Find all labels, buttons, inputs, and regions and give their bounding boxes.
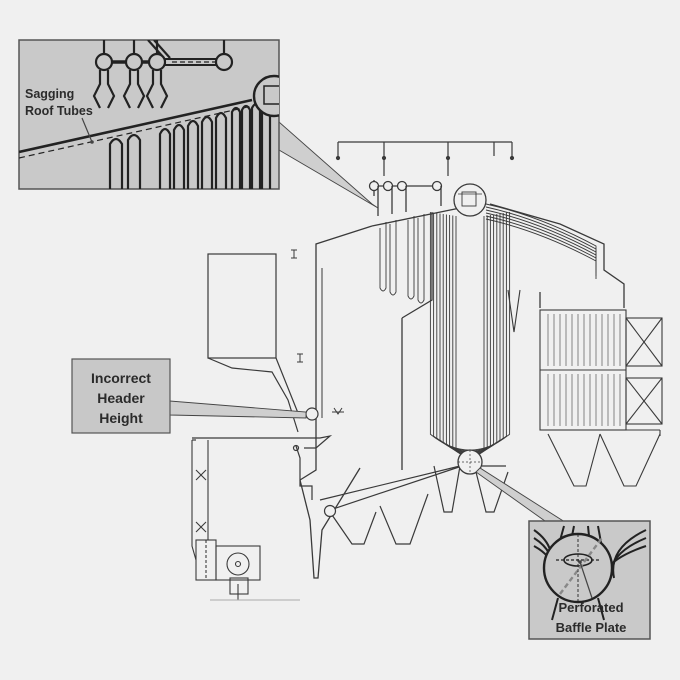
steam-drum: [453, 183, 487, 217]
economizer: [507, 289, 663, 487]
superheater-tube: [455, 216, 485, 459]
zoom-inset-baffle: [528, 520, 651, 640]
callout-baffle-line1: Perforated: [558, 600, 624, 615]
support-beam: [335, 141, 515, 176]
callout-perforated-baffle-plate: Perforated Baffle Plate: [530, 598, 652, 638]
air-duct-fan: [191, 440, 300, 601]
platen-tubes: [379, 214, 425, 304]
economizer-tube-rows: [547, 314, 621, 426]
roof-tube: [485, 215, 597, 276]
callout-baffle-line2: Baffle Plate: [555, 620, 627, 635]
callout-sagging-line2: Roof Tubes: [25, 104, 93, 118]
superheater-tube: [429, 212, 511, 451]
lower-hoppers: [319, 465, 509, 545]
roof-tube: [485, 203, 597, 264]
top-headers: [368, 180, 443, 216]
superheater-tube: [433, 212, 507, 452]
callout-sagging-line1: Sagging: [25, 87, 75, 101]
superheater-tube: [439, 213, 501, 454]
furnace-outline: [299, 203, 625, 579]
mud-drum: [457, 449, 483, 475]
roof-tube: [485, 209, 597, 270]
superheater-tube: [445, 214, 495, 456]
superheater-tube: [442, 214, 498, 455]
zoom-inset-roof: [18, 39, 280, 190]
callout-header-line2: Header: [97, 390, 145, 406]
lower-left-header: [323, 504, 337, 518]
callout-header-line1: Incorrect: [91, 370, 151, 386]
roof-tube: [485, 212, 597, 273]
dimension-markers: [291, 249, 344, 418]
roof-tube: [485, 206, 597, 267]
callout-box-header-height: [71, 358, 171, 434]
burner-header: [192, 407, 333, 500]
superheater-tube: [452, 215, 488, 458]
roof-tube: [485, 218, 597, 279]
leader-lines: [169, 121, 570, 527]
callout-header-line3: Height: [99, 410, 143, 426]
callout-incorrect-header-height: Incorrect Header Height: [72, 368, 170, 428]
superheater-tubes: [429, 203, 597, 459]
callout-sagging-roof-tubes: Sagging Roof Tubes: [25, 86, 105, 120]
